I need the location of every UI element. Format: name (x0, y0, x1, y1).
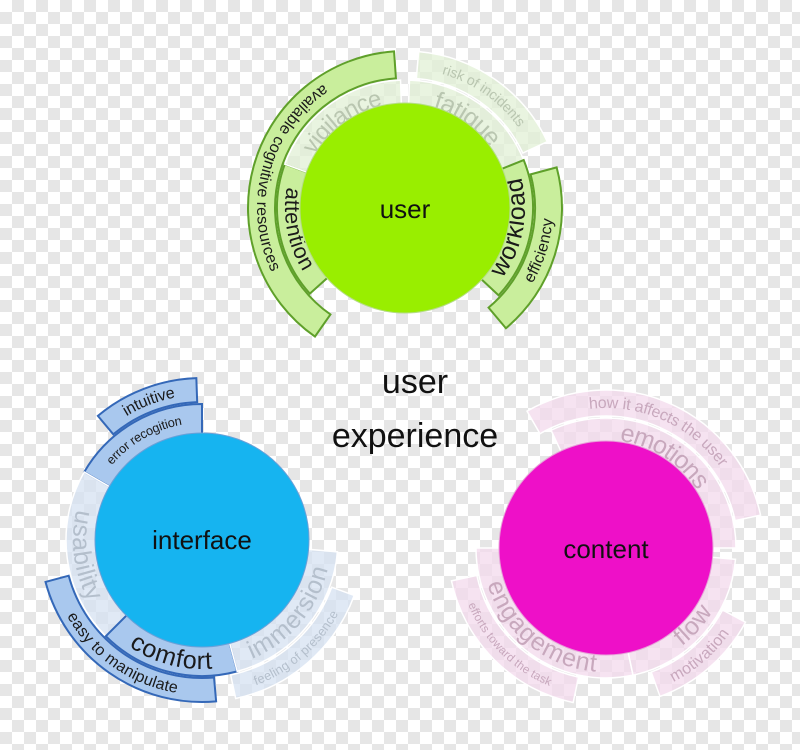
user-outer-segment-risk-of-incidents[interactable] (415, 50, 549, 155)
interface-outer-segment-easy-to-manipulate[interactable] (44, 574, 218, 703)
interface-circle[interactable] (94, 432, 310, 648)
user-outer-segment-available-cognitive-resources[interactable] (247, 50, 397, 339)
interface-outer-segment-feeling-of-presence[interactable] (229, 586, 356, 700)
user-circle-label: user (380, 194, 431, 224)
content-circle[interactable] (498, 440, 714, 656)
cluster-user: available cognitive resources risk of in… (247, 50, 563, 339)
content-outer-segment-how-it-affects-the-user[interactable] (525, 389, 762, 522)
cluster-interface: intuitive easy to manipulate feeling of … (44, 377, 356, 703)
center-title-line1: user (382, 363, 448, 401)
content-outer-segment-efforts-toward-the-task[interactable] (450, 574, 580, 704)
content-circle-label: content (563, 534, 649, 564)
interface-outer-segment-intuitive[interactable] (96, 377, 199, 436)
content-outer-segment-motivation[interactable] (650, 608, 747, 698)
user-outer-segment-efficiency[interactable] (487, 166, 563, 330)
user-circle[interactable] (299, 102, 511, 314)
center-title-line2: experience (332, 417, 498, 455)
cluster-content: how it affects the user efforts toward t… (450, 389, 762, 704)
interface-circle-label: interface (152, 525, 252, 555)
